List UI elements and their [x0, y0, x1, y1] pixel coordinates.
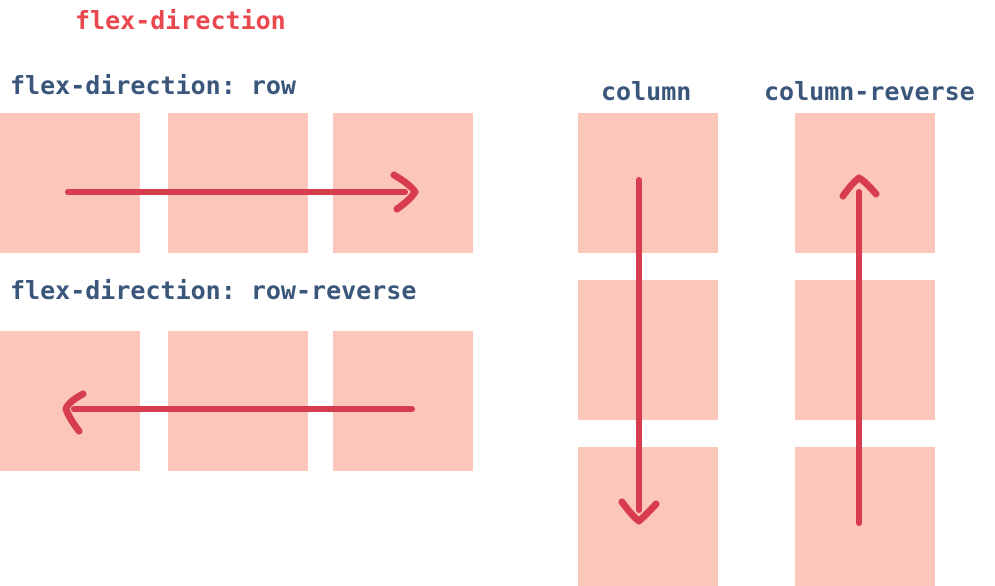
- flex-item-square: [168, 113, 308, 253]
- arrow-up-icon: [839, 174, 880, 526]
- flex-item-square: [795, 280, 935, 420]
- arrow-left-icon: [62, 390, 415, 435]
- flex-item-square: [578, 280, 718, 420]
- flex-item-square: [578, 113, 718, 253]
- arrow-right-icon: [65, 171, 419, 213]
- section-column-label: column: [601, 77, 692, 106]
- section-row-reverse-label: flex-direction: row-reverse: [10, 276, 417, 305]
- arrow-down-icon: [618, 177, 660, 525]
- flex-item-square: [333, 331, 473, 471]
- section-column-reverse-label: column-reverse: [764, 77, 975, 106]
- flex-item-square: [168, 331, 308, 471]
- flex-item-square: [795, 447, 935, 586]
- flex-item-square: [0, 113, 140, 253]
- diagram-title: flex-direction: [75, 6, 286, 35]
- section-row-label: flex-direction: row: [10, 71, 296, 100]
